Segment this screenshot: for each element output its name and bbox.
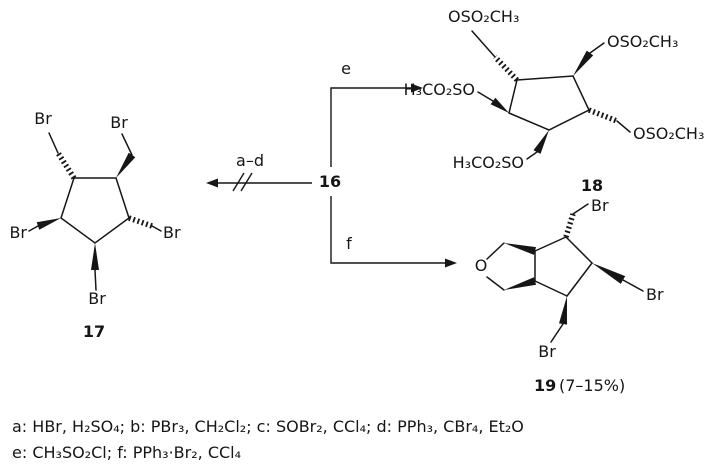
bond <box>572 203 589 215</box>
compound-number-19: 19 <box>534 376 556 395</box>
compound-number-16: 16 <box>319 172 341 191</box>
atom-label-br: Br <box>591 196 609 215</box>
atom-label-br: Br <box>34 109 52 128</box>
arrow-head <box>206 178 218 188</box>
atom-label-br: Br <box>88 289 106 308</box>
atom-label-br: Br <box>538 342 556 361</box>
bond <box>94 269 97 291</box>
bond <box>589 42 605 54</box>
arrow-to-17: a–d <box>206 151 312 192</box>
group-label-mesylate: H₃CO₂SO <box>453 153 524 172</box>
bond <box>534 236 567 252</box>
arrows: a–d e f <box>206 59 457 268</box>
arrow-head <box>411 83 423 93</box>
bond <box>121 133 133 156</box>
hash-bond <box>587 107 619 124</box>
bond <box>151 225 162 232</box>
bond <box>28 225 39 232</box>
wedge-bond <box>116 152 136 178</box>
bond <box>566 262 593 297</box>
compound-number-18: 18 <box>581 176 603 195</box>
reagent-footnote-line2: e: CH₃SO₂Cl; f: PPh₃·Br₂, CCl₄ <box>12 443 242 462</box>
group-label-mesylate: H₃CO₂SO <box>404 80 475 99</box>
group-label-mesylate: OSO₂CH₃ <box>607 32 678 51</box>
compound-19: O Br Br Br 19 (7–15%) <box>475 196 664 395</box>
arrow-label-f: f <box>346 234 352 253</box>
bond <box>534 280 568 297</box>
bond <box>550 323 564 343</box>
group-label-mesylate: OSO₂CH₃ <box>633 124 704 143</box>
wedge-bond <box>91 243 99 270</box>
wedge-bond <box>36 218 61 230</box>
wedge-bond <box>573 50 594 76</box>
bond <box>477 91 494 102</box>
hash-bond <box>55 151 77 180</box>
cross-out-slash <box>232 172 245 192</box>
reagent-footnote-line1: a: HBr, H₂SO₄; b: PBr₃, CH₂Cl₂; c: SOBr₂… <box>12 417 524 436</box>
yield-label: (7–15%) <box>559 376 625 395</box>
atom-label-br: Br <box>9 223 27 242</box>
bond <box>622 279 644 292</box>
arrow-to-19: f <box>330 196 457 268</box>
compound-17: Br Br Br Br Br 17 <box>9 109 181 341</box>
bond <box>565 236 593 264</box>
atom-label-br: Br <box>110 113 128 132</box>
group-label-mesylate: OSO₂CH₃ <box>448 7 519 26</box>
wedge-bond <box>490 97 509 113</box>
cross-out-slash <box>240 172 253 192</box>
cyclopentane-ring <box>508 75 590 131</box>
arrow-head <box>445 258 457 268</box>
wedge-bond <box>504 277 537 290</box>
bond <box>471 30 496 58</box>
bond <box>486 276 505 291</box>
hash-bond <box>128 215 153 229</box>
bond <box>48 132 59 154</box>
compound-number-17: 17 <box>83 322 105 341</box>
hash-bond <box>563 213 576 238</box>
atom-label-br: Br <box>646 285 664 304</box>
bond <box>526 151 538 160</box>
bond <box>616 120 631 133</box>
atom-label-br: Br <box>163 223 181 242</box>
wedge-bond <box>592 263 626 284</box>
arrow-label-ad: a–d <box>236 151 264 170</box>
atom-label-oxygen: O <box>475 256 488 275</box>
cyclopentane-ring <box>60 177 130 244</box>
wedge-bond <box>533 130 549 154</box>
wedge-bond <box>504 243 536 255</box>
compound-16: 16 <box>319 172 341 191</box>
arrow-label-e: e <box>341 59 351 78</box>
bond <box>486 242 505 260</box>
compound-18: OSO₂CH₃ OSO₂CH₃ OSO₂CH₃ H₃CO₂SO H₃CO₂SO … <box>404 7 705 195</box>
arrow-to-18: e <box>330 59 423 167</box>
wedge-bond <box>559 296 567 325</box>
hash-bond <box>493 55 519 82</box>
arrow-shaft <box>330 87 414 167</box>
arrow-shaft <box>330 196 448 264</box>
